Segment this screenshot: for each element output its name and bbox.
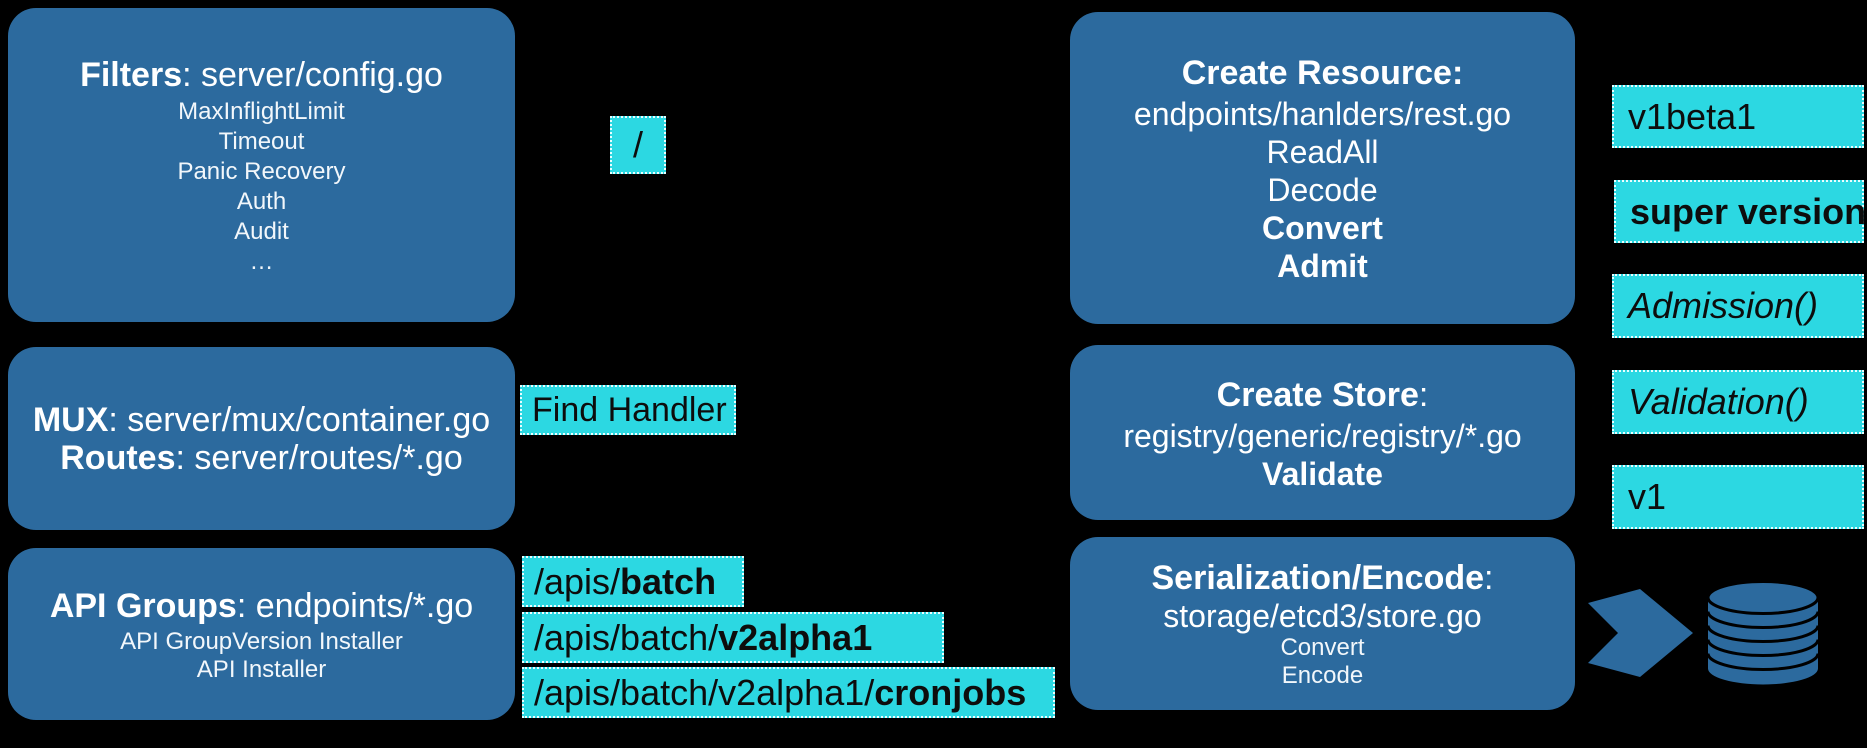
- create-store-title-colon: :: [1418, 375, 1429, 414]
- api-path-bold: v2alpha1: [718, 616, 873, 658]
- serialization-step: Convert: [1280, 633, 1365, 661]
- version-text: v1: [1628, 476, 1667, 517]
- version-label-admission: Admission(): [1612, 274, 1864, 338]
- mux-routes-box: MUX: server/mux/container.go Routes: ser…: [8, 347, 515, 530]
- routes-line-bold: Routes: [60, 438, 176, 477]
- version-label-validation: Validation(): [1612, 370, 1864, 434]
- find-handler-text: Find Handler: [532, 390, 727, 429]
- root-path-label: /: [610, 116, 666, 174]
- api-groups-item: API GroupVersion Installer: [120, 628, 403, 655]
- api-path-label-v2alpha1: /apis/batch/v2alpha1: [522, 612, 944, 663]
- filters-title: Filters: server/config.go: [80, 53, 443, 97]
- mux-line-bold: MUX: [32, 400, 109, 439]
- filters-title-rest: : server/config.go: [182, 56, 443, 94]
- create-resource-title: Create Resource:: [1181, 54, 1464, 92]
- filter-item: Timeout: [218, 128, 305, 155]
- create-store-step: Validate: [1262, 455, 1383, 492]
- database-icon: [1703, 574, 1823, 692]
- mux-line: MUX: server/mux/container.go: [33, 401, 490, 439]
- create-resource-step: Decode: [1267, 172, 1378, 208]
- version-text: Validation(): [1628, 381, 1809, 422]
- create-store-box: Create Store: registry/generic/registry/…: [1070, 345, 1575, 520]
- create-resource-box: Create Resource: endpoints/hanlders/rest…: [1070, 12, 1575, 324]
- serialization-box: Serialization/Encode: storage/etcd3/stor…: [1070, 537, 1575, 710]
- filters-title-bold: Filters: [80, 56, 183, 94]
- create-resource-step: Convert: [1262, 210, 1383, 246]
- version-text: v1beta1: [1628, 95, 1757, 137]
- filter-item: Audit: [234, 218, 289, 245]
- filter-item: Panic Recovery: [177, 158, 346, 185]
- api-groups-item: API Installer: [196, 656, 327, 683]
- filter-item-ellipsis: …: [249, 248, 274, 275]
- serialization-subtitle: storage/etcd3/store.go: [1163, 597, 1482, 634]
- api-path-prefix: /apis/: [534, 560, 621, 602]
- find-handler-label: Find Handler: [520, 385, 736, 435]
- right-arrow-icon: [1588, 582, 1698, 684]
- serialization-title-bold: Serialization/Encode: [1151, 558, 1485, 597]
- create-store-title-bold: Create Store: [1216, 375, 1419, 414]
- api-groups-title: API Groups: endpoints/*.go: [50, 584, 473, 628]
- mux-line-rest: : server/mux/container.go: [108, 400, 491, 439]
- create-resource-step: ReadAll: [1266, 134, 1379, 170]
- filter-item: Auth: [236, 188, 287, 215]
- api-groups-title-rest: : endpoints/*.go: [236, 587, 474, 625]
- version-label-v1: v1: [1612, 465, 1864, 529]
- serialization-title-colon: :: [1484, 558, 1494, 597]
- routes-line: Routes: server/routes/*.go: [60, 439, 462, 477]
- serialization-step: Encode: [1281, 661, 1364, 689]
- version-label-super-version: super version: [1614, 180, 1867, 243]
- api-path-prefix: /apis/batch/v2alpha1/: [534, 671, 875, 713]
- create-store-title: Create Store:: [1217, 373, 1429, 417]
- version-label-v1beta1: v1beta1: [1612, 85, 1864, 148]
- version-text: Admission(): [1628, 285, 1819, 326]
- api-path-prefix: /apis/batch/: [534, 616, 719, 658]
- create-store-subtitle: registry/generic/registry/*.go: [1123, 417, 1522, 454]
- serialization-title: Serialization/Encode:: [1152, 558, 1494, 598]
- api-groups-box: API Groups: endpoints/*.go API GroupVers…: [8, 548, 515, 720]
- create-resource-step: Admit: [1277, 248, 1368, 284]
- api-path-bold: cronjobs: [874, 671, 1027, 713]
- create-resource-subtitle: endpoints/hanlders/rest.go: [1133, 96, 1512, 132]
- api-groups-title-bold: API Groups: [49, 587, 237, 625]
- filters-box: Filters: server/config.go MaxInflightLim…: [8, 8, 515, 322]
- root-path-text: /: [632, 124, 643, 165]
- api-path-bold: batch: [620, 560, 717, 602]
- api-path-label-cronjobs: /apis/batch/v2alpha1/cronjobs: [522, 667, 1055, 718]
- version-text: super version: [1630, 190, 1867, 232]
- filter-item: MaxInflightLimit: [178, 98, 345, 125]
- routes-line-rest: : server/routes/*.go: [175, 438, 463, 477]
- api-path-label-batch: /apis/batch: [522, 556, 744, 607]
